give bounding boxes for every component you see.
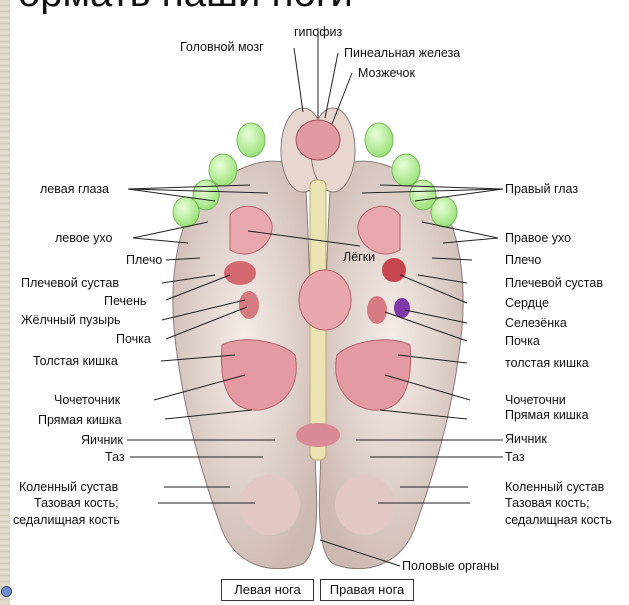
label-heart: Сердце [505, 296, 549, 310]
label-left-shoulder-joint: Плечевой сустав [21, 276, 119, 290]
label-lungs: Лёгки [343, 250, 375, 264]
label-genitals: Половые органы [402, 559, 499, 573]
left-foot-caption: Левая нога [221, 579, 314, 601]
label-right-eye: Правый глаз [505, 182, 578, 196]
bladder-zone [296, 423, 340, 447]
label-right-ureter: Чочеточни [505, 393, 566, 407]
label-left-kidney: Почка [116, 332, 151, 346]
label-right-kidney: Почка [505, 334, 540, 348]
label-gipofiz: гипофиз [294, 25, 342, 39]
label-mozzhechok: Мозжечок [358, 66, 415, 80]
label-left-ureter: Чочеточник [54, 393, 120, 407]
label-right-pelvic-bone: Тазовая кость; [505, 496, 590, 510]
label-left-pelvic-bone: Тазовая кость; [34, 496, 119, 510]
label-right-shoulder: Плечо [505, 253, 541, 267]
liver-zone [224, 261, 256, 285]
label-right-ischium: седалищная кость [505, 513, 612, 527]
label-left-knee: Коленный сустав [19, 480, 118, 494]
heart-zone [382, 258, 406, 282]
label-gallbladder: Жёлчный пузырь [21, 313, 121, 327]
label-right-ear: Правое ухо [505, 231, 571, 245]
label-left-eye: левая глаза [40, 182, 109, 196]
label-right-shoulder-joint: Плечевой сустав [505, 276, 603, 290]
label-right-rectum: Прямая кишка [505, 408, 589, 422]
label-right-large-intestine: толстая кишка [505, 356, 589, 370]
label-left-pelvis: Таз [105, 450, 125, 464]
kidney-left [239, 291, 259, 319]
label-golovnoy-mozg: Головной мозг [180, 40, 264, 54]
label-left-ovary: Яичник [81, 433, 123, 447]
label-left-shoulder: Плечо [126, 253, 162, 267]
spleen-zone [394, 298, 410, 318]
stomach [299, 270, 351, 330]
label-liver: Печень [104, 294, 146, 308]
right-foot-caption: Правая нога [320, 579, 414, 601]
kidney-right [367, 296, 387, 324]
heel-right [335, 475, 395, 535]
label-left-ischium: седалищная кость [13, 513, 120, 527]
label-pinealnaya: Пинеальная железа [344, 46, 460, 60]
label-left-ear: левое ухо [55, 231, 112, 245]
label-left-rectum: Прямая кишка [38, 413, 122, 427]
label-spleen: Селезёнка [505, 316, 567, 330]
brain-zone [296, 120, 340, 160]
label-right-pelvis: Таз [505, 450, 525, 464]
label-left-large-intestine: Толстая кишка [33, 354, 118, 368]
label-right-ovary: Яичник [505, 432, 547, 446]
label-right-knee: Коленный сустав [505, 480, 604, 494]
heel-left [240, 475, 300, 535]
